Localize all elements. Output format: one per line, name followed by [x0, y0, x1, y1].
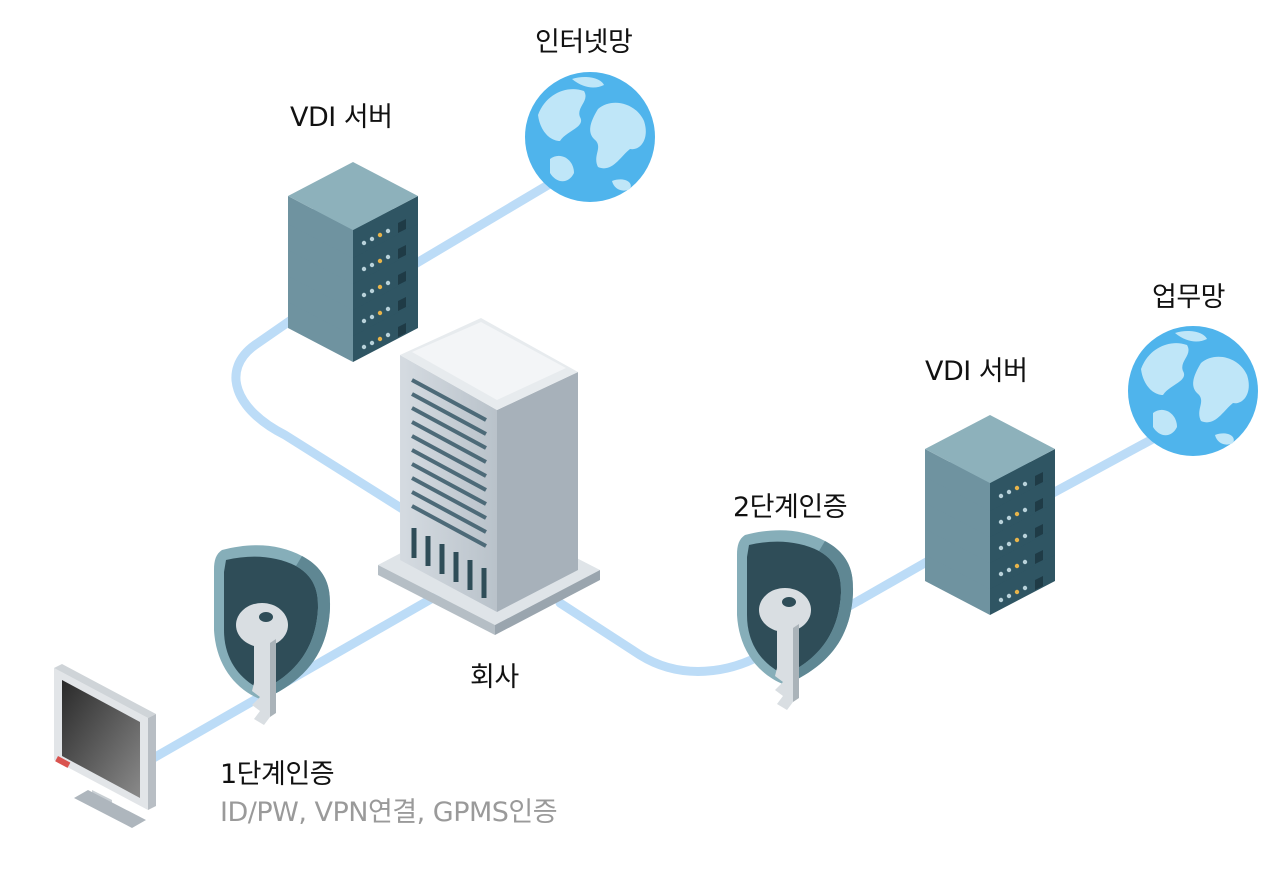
auth-step1-label: 1단계인증 — [220, 759, 335, 790]
business-network-label: 업무망 — [1152, 282, 1226, 313]
office-building-icon — [378, 318, 600, 635]
shield-key-icon — [737, 530, 854, 710]
globe-icon — [525, 72, 655, 202]
auth-step2-label: 2단계인증 — [733, 492, 848, 523]
monitor-icon — [54, 664, 156, 828]
server-rack-icon — [288, 162, 418, 362]
line-vdi-right-to-business-net — [1035, 430, 1165, 505]
company-label: 회사 — [470, 662, 519, 693]
vdi-server-left-label: VDI 서버 — [290, 102, 393, 133]
vdi-server-right-label: VDI 서버 — [925, 356, 1028, 387]
line-vdi-left-to-building — [231, 295, 425, 525]
line-internet-to-vdi-left — [400, 180, 553, 275]
globe-icon — [1128, 326, 1258, 456]
line-auth2-to-vdi-right — [855, 555, 935, 605]
server-rack-icon — [925, 415, 1055, 615]
shield-key-icon — [214, 545, 331, 725]
auth-step1-detail: ID/PW, VPN연결, GPMS인증 — [220, 797, 558, 828]
internet-network-label: 인터넷망 — [535, 27, 633, 58]
